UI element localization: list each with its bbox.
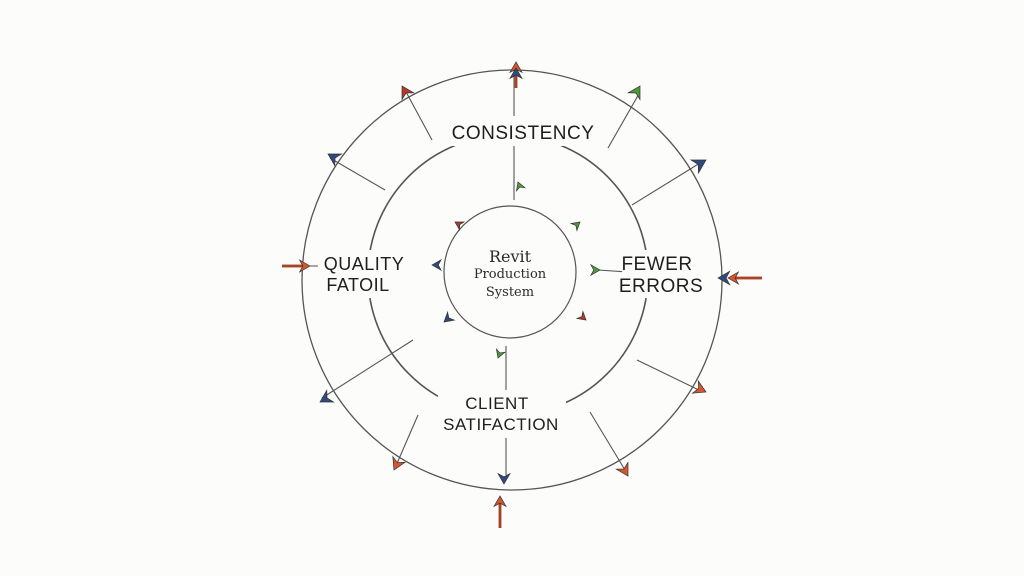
center-label-line1: Revit <box>489 247 532 266</box>
label-fewer-errors-line2: ERRORS <box>619 276 703 297</box>
arrow-upper-left <box>327 153 343 167</box>
arrow-top-right <box>627 85 641 101</box>
arrow-inner-right <box>590 263 601 277</box>
arrow-inner-top-left <box>454 221 466 232</box>
arrow-inner-bottom <box>495 347 507 359</box>
label-client-satisfaction-line2: SATIFACTION <box>443 415 559 434</box>
arrow-right <box>727 271 762 285</box>
spoke-bottom-right <box>589 411 626 471</box>
arrow-top-inner <box>509 67 523 80</box>
label-consistency: CONSISTENCY <box>452 123 595 144</box>
arrow-inner-lower-left <box>443 310 456 323</box>
label-quality-line1: QUALITY <box>324 254 405 274</box>
arrow-inner-left <box>431 258 442 272</box>
arrow-inner-lower-right <box>575 310 587 321</box>
arrow-bottom-left <box>392 455 407 471</box>
arrow-left <box>282 259 311 273</box>
label-mask-top <box>452 116 594 146</box>
arrow-bottom-outer <box>493 495 507 528</box>
arrow-bottom-right <box>615 461 629 477</box>
spoke-lower-left <box>321 339 414 399</box>
spoke-top-right <box>607 91 641 149</box>
arrow-inner-top-right <box>569 221 581 232</box>
spoke-top-left <box>404 89 433 141</box>
center-label-line2: Production <box>474 267 547 282</box>
label-client-satisfaction-line1: CLIENT <box>465 394 528 413</box>
label-mask-right <box>622 250 702 298</box>
arrow-inner-top <box>515 181 527 193</box>
arrow-markers <box>282 61 762 528</box>
center-label-line3: System <box>486 285 534 300</box>
arrow-upper-right <box>689 159 707 175</box>
arrow-lower-right <box>691 379 707 394</box>
spoke-upper-left <box>329 157 386 191</box>
spoke-bottom-left <box>394 414 419 469</box>
spoke-upper-right <box>631 162 701 206</box>
inner-ring <box>443 205 577 339</box>
label-mask-bottom <box>438 390 566 438</box>
spoke-lower-right <box>636 359 704 393</box>
label-quality-line2: FATOIL <box>326 275 389 295</box>
label-mask-left <box>322 250 408 298</box>
arrow-right-head <box>717 270 731 286</box>
arrow-bottom-inner <box>497 472 511 485</box>
arrow-lower-left <box>319 389 335 403</box>
label-fewer-errors-line1: FEWER <box>621 254 692 275</box>
arrow-top-left <box>401 85 415 101</box>
